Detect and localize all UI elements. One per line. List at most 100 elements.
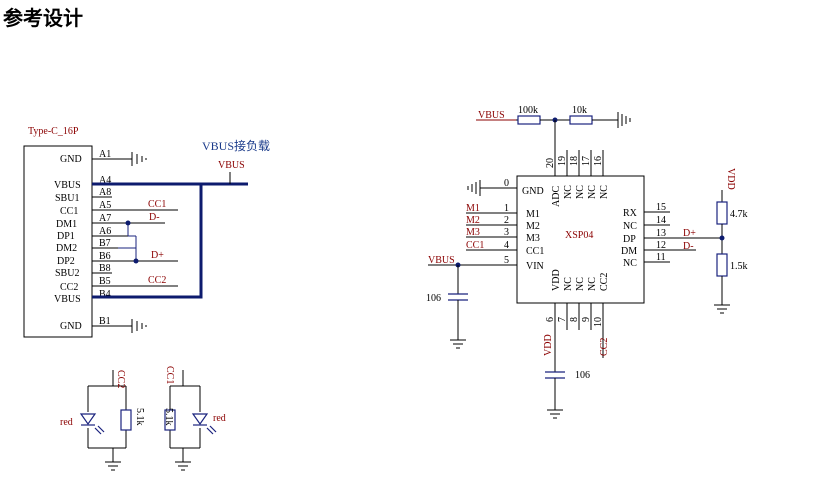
bottom-num-6: 6 (545, 317, 556, 322)
top-vbus-label: VBUS (478, 110, 505, 121)
pin-a4: A4 (99, 175, 111, 186)
ground-icon (547, 409, 563, 419)
net-dplus: D+ (151, 250, 164, 261)
r-top2-label: 10k (572, 105, 587, 116)
right-num-14: 14 (656, 215, 666, 226)
connector-name: Type-C_16P (28, 126, 79, 137)
led-label-left: red (60, 417, 73, 428)
led-label-right: red (213, 413, 226, 424)
left-num-1: 1 (504, 203, 509, 214)
left-label-vin: VIN (526, 261, 544, 272)
conn-label-sbu1: SBU1 (55, 193, 79, 204)
net-dminus: D- (149, 212, 160, 223)
ground-icon (105, 461, 121, 471)
r-top1-label: 100k (518, 105, 538, 116)
left-label-m2: M2 (526, 221, 540, 232)
net-m1: M1 (466, 203, 480, 214)
conn-label-dp1: DP1 (57, 231, 75, 242)
ground-icon (131, 319, 147, 333)
pin-b6: B6 (99, 251, 111, 262)
pin-b8: B8 (99, 263, 111, 274)
conn-label-dm2: DM2 (56, 243, 77, 254)
top-num-18: 18 (569, 156, 580, 166)
right-label-dm: DM (621, 246, 637, 257)
right-num-15: 15 (656, 202, 666, 213)
conn-label-vbus-1: VBUS (54, 180, 81, 191)
pin-b5: B5 (99, 276, 111, 287)
top-num-19: 19 (557, 156, 568, 166)
cap-bottom-label: 106 (575, 370, 590, 381)
bottom-label-vdd: VDD (551, 269, 562, 291)
resistor-icon (569, 115, 593, 125)
bottom-num-8: 8 (569, 317, 580, 322)
typec-connector: Type-C_16P GND VBUS SBU1 CC1 DM1 DP1 DM2… (23, 126, 270, 338)
top-label-nc3: NC (587, 185, 598, 199)
right-num-13: 13 (656, 228, 666, 239)
left-label-gnd: GND (522, 186, 544, 197)
bottom-vdd-net: VDD (543, 334, 554, 356)
net-label-cc2-led: CC2 (115, 370, 126, 388)
pin-a8: A8 (99, 187, 111, 198)
res-label-right: 5.1k (163, 408, 174, 426)
top-num-16: 16 (593, 156, 604, 166)
left-label-m3: M3 (526, 233, 540, 244)
r-right1-label: 4.7k (730, 209, 748, 220)
ground-icon (175, 461, 191, 471)
left-num-5: 5 (504, 255, 509, 266)
pin-b1: B1 (99, 316, 111, 327)
right-label-rx: RX (623, 208, 638, 219)
cap-left-label: 106 (426, 293, 441, 304)
junction-dp (133, 258, 139, 264)
bottom-label-nc2: NC (575, 277, 586, 291)
top-num-17: 17 (581, 156, 592, 166)
ic-name: XSP04 (565, 230, 593, 241)
resistor-icon (716, 253, 728, 277)
net-m2: M2 (466, 215, 480, 226)
bottom-num-9: 9 (581, 317, 592, 322)
connector-body (23, 145, 93, 338)
net-dplus-ic: D+ (683, 228, 696, 239)
net-label-cc1-led: CC1 (164, 366, 175, 384)
conn-label-vbus-2: VBUS (54, 294, 81, 305)
res-label-left: 5.1k (134, 408, 145, 426)
xsp04-circuit: XSP04 VBUS 100k 10k 20 19 18 17 16 ADC N… (426, 105, 748, 419)
top-label-adc: ADC (551, 186, 562, 207)
r-right2-label: 1.5k (730, 261, 748, 272)
ic-body (516, 175, 645, 304)
net-cc1-ic: CC1 (466, 240, 484, 251)
right-label-nc1: NC (623, 221, 637, 232)
led-circuit-cc2: red 5.1k CC2 (60, 370, 145, 471)
led-icon (191, 413, 209, 426)
net-m3: M3 (466, 227, 480, 238)
bottom-num-10: 10 (593, 317, 604, 327)
conn-label-sbu2: SBU2 (55, 268, 79, 279)
right-num-12: 12 (656, 240, 666, 251)
bottom-label-cc2: CC2 (599, 273, 610, 291)
ground-icon (617, 112, 631, 128)
vdd-right-label: VDD (725, 168, 736, 190)
ground-icon (131, 152, 147, 166)
bottom-label-nc3: NC (587, 277, 598, 291)
pin-b4: B4 (99, 289, 111, 300)
left-label-m1: M1 (526, 209, 540, 220)
left-num-4: 4 (504, 240, 509, 251)
conn-label-gnd-top: GND (60, 154, 82, 165)
junction-dp-right (719, 235, 725, 241)
left-num-3: 3 (504, 227, 509, 238)
bottom-label-nc1: NC (563, 277, 574, 291)
conn-label-dp2: DP2 (57, 256, 75, 267)
ground-icon (467, 180, 481, 196)
vin-vbus-label: VBUS (428, 255, 455, 266)
top-label-nc1: NC (563, 185, 574, 199)
left-num-0: 0 (504, 178, 509, 189)
page-title: 参考设计 (3, 6, 83, 30)
resistor-icon (716, 201, 728, 225)
conn-label-cc1: CC1 (60, 206, 78, 217)
led-icon (79, 413, 97, 426)
bottom-num-7: 7 (557, 317, 568, 322)
resistor-icon (164, 409, 176, 431)
ground-icon (714, 304, 730, 314)
conn-label-dm1: DM1 (56, 219, 77, 230)
dm-dp-links (118, 223, 137, 261)
